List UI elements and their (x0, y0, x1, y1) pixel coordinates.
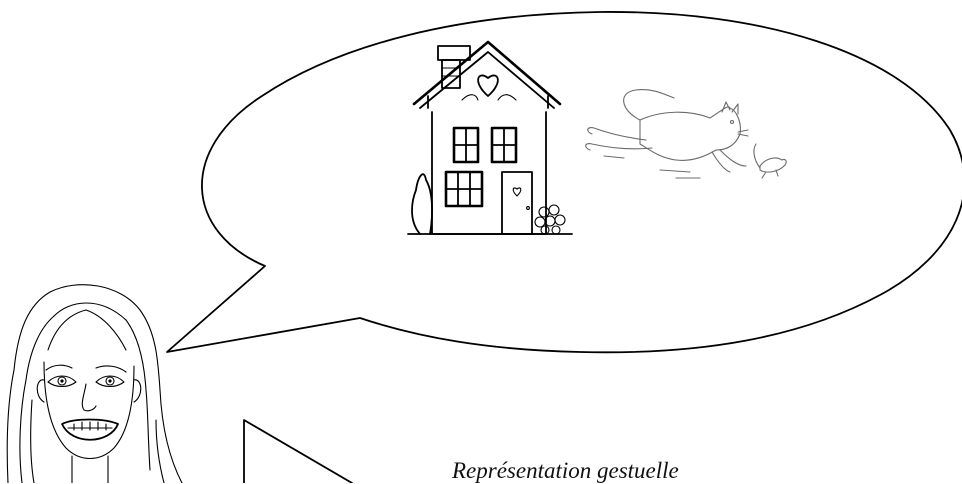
girl-portrait (7, 285, 182, 483)
caption-text: Représentation gestuelle (452, 458, 679, 484)
cat-chasing-mouse-icon (586, 90, 786, 178)
speech-bubble-tail (244, 420, 352, 483)
speech-bubble (167, 12, 962, 352)
house-icon (408, 42, 572, 234)
